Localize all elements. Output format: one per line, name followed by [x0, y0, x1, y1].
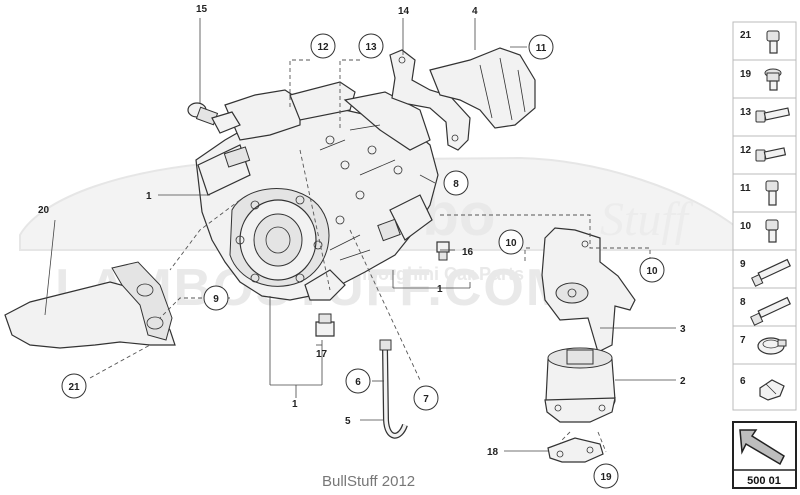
callout-11: 11 [528, 34, 554, 60]
watermark-stuff: Stuff [600, 193, 694, 246]
leader-lines [44, 18, 676, 452]
svg-text:7: 7 [423, 394, 429, 405]
exhaust-shield-20 [4, 261, 176, 349]
small-bolt-17 [315, 313, 335, 337]
callout-10-left: 10 [498, 229, 524, 255]
callout-9: 9 [203, 285, 229, 311]
bolt-short-icon [766, 30, 780, 54]
legend-num-6: 9 [740, 259, 746, 270]
reference-page-number: 500 01 [747, 475, 781, 487]
dashed-leaders [89, 59, 651, 453]
callout-7: 7 [413, 385, 439, 411]
callout-8: 8 [443, 170, 469, 196]
gearbox-housing [195, 81, 439, 301]
label-5: 5 [345, 416, 351, 427]
bolt-extra-long-icon [751, 258, 791, 287]
callout-13: 13 [358, 33, 384, 59]
label-14: 14 [398, 6, 410, 17]
label-1-c: 1 [292, 399, 298, 410]
legend-num-2: 13 [740, 107, 752, 118]
part-labels: 15 14 4 1 20 16 1 3 2 17 1 5 18 [38, 4, 686, 458]
label-1-b: 1 [437, 284, 443, 295]
bolt-long-icon [755, 107, 791, 123]
svg-text:10: 10 [646, 266, 658, 277]
watermark-sub: Lamborghini Car Parts [330, 264, 524, 284]
svg-text:9: 9 [213, 294, 219, 305]
callout-21: 21 [61, 373, 87, 399]
hose-clamp-icon [757, 337, 787, 355]
legend-num-9: 6 [740, 376, 746, 387]
footer-copyright: BullStuff 2012 [322, 473, 415, 490]
bolt-medium-icon [755, 147, 787, 162]
label-17: 17 [316, 349, 328, 360]
callout-10-right: 10 [639, 257, 665, 283]
svg-text:6: 6 [355, 377, 361, 388]
spring-clip-icon [759, 379, 785, 401]
bolt-flange-icon [764, 68, 782, 91]
label-18: 18 [487, 447, 499, 458]
callout-19: 19 [593, 463, 619, 489]
legend-num-1: 19 [740, 69, 752, 80]
cap-screw-icon [765, 180, 779, 206]
legend-num-4: 11 [740, 183, 751, 194]
reference-box: 500 01 [732, 421, 797, 489]
bolt-hex-long-icon [750, 296, 791, 326]
legend-num-8: 7 [740, 335, 746, 346]
label-3: 3 [680, 324, 686, 335]
svg-text:19: 19 [600, 472, 612, 483]
label-2: 2 [680, 376, 686, 387]
svg-text:13: 13 [365, 42, 377, 53]
engine-mount-bracket-3 [541, 227, 636, 353]
svg-text:10: 10 [505, 238, 517, 249]
legend-num-3: 12 [740, 145, 752, 156]
svg-text:11: 11 [536, 43, 547, 54]
label-20: 20 [38, 205, 50, 216]
legend-num-5: 10 [740, 221, 752, 232]
drain-plug [187, 102, 241, 134]
callout-12: 12 [310, 33, 336, 59]
label-4: 4 [472, 6, 478, 17]
fastener-legend: 21 19 13 12 11 10 9 8 7 6 [732, 21, 797, 411]
svg-text:8: 8 [453, 179, 459, 190]
small-bolt-16 [436, 241, 450, 261]
bracket-14 [389, 49, 471, 151]
cap-screw-short-icon [765, 219, 779, 243]
hose-5 [379, 339, 408, 439]
label-1-a: 1 [146, 191, 152, 202]
svg-text:12: 12 [317, 42, 329, 53]
heat-shield-4 [429, 47, 536, 129]
rubber-mount-2 [544, 347, 616, 423]
plate-18 [547, 437, 604, 463]
legend-num-0: 21 [740, 30, 752, 41]
legend-num-7: 8 [740, 297, 746, 308]
callout-6: 6 [345, 368, 371, 394]
label-15: 15 [196, 4, 208, 15]
label-16: 16 [462, 247, 474, 258]
svg-text:21: 21 [68, 382, 80, 393]
